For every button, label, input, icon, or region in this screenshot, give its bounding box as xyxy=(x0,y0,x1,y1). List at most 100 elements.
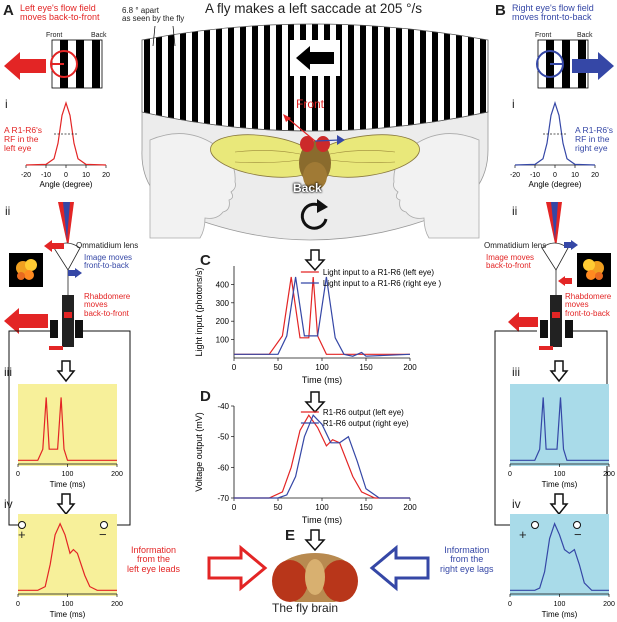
x-tick-label: 0 xyxy=(553,172,557,179)
right-electrode xyxy=(539,320,573,350)
right-flow-arrow-icon xyxy=(572,52,614,80)
panel-letter-b: B xyxy=(495,2,506,19)
x-tick-label: 100 xyxy=(315,503,329,512)
y-tick-label: 100 xyxy=(216,336,230,345)
x-axis-label: Time (ms) xyxy=(50,480,86,489)
panel-letter-a: A xyxy=(3,2,14,19)
right-label-ii: ii xyxy=(512,204,518,218)
saccade-arrow-icon xyxy=(296,46,334,70)
x-tick-label: 10 xyxy=(571,172,579,179)
e-down-arrow-icon xyxy=(304,529,326,552)
left-plus-sign: + xyxy=(18,527,26,542)
fly-brain-label: The fly brain xyxy=(270,601,341,615)
right-info-text: Information from the right eye lags xyxy=(440,545,494,574)
left-rf-text: A R1-R6's RF in the left eye xyxy=(4,125,42,153)
left-electrode xyxy=(49,320,83,350)
x-axis-label: Angle (degree) xyxy=(529,180,582,189)
x-tick-label: 200 xyxy=(603,471,615,478)
left-front-label: Front xyxy=(46,32,63,39)
x-tick-label: 0 xyxy=(16,601,20,608)
legend-entry: Light input to a R1-R6 (left eye) xyxy=(323,268,435,277)
left-rhabdomere-arrow-icon xyxy=(4,308,48,334)
x-tick-label: 100 xyxy=(554,601,566,608)
x-tick-label: 150 xyxy=(359,503,373,512)
right-front-label: Front xyxy=(535,32,552,39)
panel-letter-c: C xyxy=(200,252,211,269)
series-line-1 xyxy=(234,276,411,357)
right-label-iv: iv xyxy=(512,497,521,511)
left-label-ii: ii xyxy=(5,204,11,218)
d-down-arrow-icon xyxy=(304,391,326,414)
left-label-i: i xyxy=(5,97,8,111)
y-axis-label: Light input (photons/s) xyxy=(194,267,204,356)
y-axis-label: Voltage output (mV) xyxy=(194,412,204,492)
right-lag-arrow-icon xyxy=(369,544,430,592)
right-rhabdomere-arrow-icon xyxy=(508,312,538,332)
x-axis-label: Time (ms) xyxy=(542,610,578,619)
x-tick-label: 100 xyxy=(62,471,74,478)
legend-entry: Light input to a R1-R6 (right eye ) xyxy=(323,279,442,288)
y-tick-label: -40 xyxy=(217,402,229,411)
right-down-arrow-iii-icon xyxy=(549,360,569,383)
left-back-label: Back xyxy=(91,32,107,39)
x-tick-label: 200 xyxy=(111,601,123,608)
y-tick-label: 300 xyxy=(216,299,230,308)
left-rhabdomere-label: Rhabdomere moves back-to-front xyxy=(84,292,131,318)
c-down-arrow-icon xyxy=(304,249,326,272)
right-minus-sign: − xyxy=(574,527,582,542)
left-flow-arrow-icon xyxy=(4,52,46,80)
x-axis-label: Time (ms) xyxy=(302,515,342,525)
x-tick-label: 200 xyxy=(603,601,615,608)
y-tick-label: 200 xyxy=(216,317,230,326)
x-tick-label: 0 xyxy=(16,471,20,478)
left-down-arrow-iv-icon xyxy=(56,493,76,516)
right-electrode-terminals xyxy=(531,521,581,529)
right-label-i: i xyxy=(512,97,515,111)
x-tick-label: 200 xyxy=(403,503,417,512)
x-tick-label: 200 xyxy=(111,471,123,478)
right-rf-text: A R1-R6's RF in the right eye xyxy=(575,125,613,153)
left-flow-title: Left eye's flow field moves back-to-fron… xyxy=(20,3,100,23)
x-tick-label: 0 xyxy=(64,172,68,179)
legend-entry: R1-R6 output (right eye) xyxy=(323,419,409,428)
stripe-pointer xyxy=(152,25,176,47)
series-line-0 xyxy=(234,414,410,499)
x-tick-label: 200 xyxy=(403,363,417,372)
x-tick-label: 10 xyxy=(82,172,90,179)
series-line-0 xyxy=(234,276,410,355)
panel-letter-d: D xyxy=(200,388,211,405)
x-tick-label: -20 xyxy=(510,172,520,179)
right-eye-image xyxy=(577,253,611,287)
right-plus-sign: + xyxy=(519,527,527,542)
left-lead-arrow-icon xyxy=(207,544,268,592)
x-tick-label: -10 xyxy=(530,172,540,179)
right-label-iii: iii xyxy=(512,365,520,379)
right-flow-title: Right eye's flow field moves front-to-ba… xyxy=(512,3,594,23)
left-iii-background xyxy=(18,384,117,466)
series-line-0 xyxy=(18,522,117,591)
x-tick-label: 100 xyxy=(62,601,74,608)
right-ommatidium xyxy=(541,202,569,347)
x-tick-label: 20 xyxy=(102,172,110,179)
stripe-spacing-note: 6.8 ° apart as seen by the fly xyxy=(122,6,185,24)
right-rhabdomere-label: Rhabdomere moves front-to-back xyxy=(565,292,612,318)
left-ommatidium xyxy=(53,202,81,347)
x-tick-label: -20 xyxy=(21,172,31,179)
y-tick-label: -70 xyxy=(217,494,229,503)
right-iv-background xyxy=(510,514,609,596)
series-line-0 xyxy=(18,397,117,461)
rotation-arrow-icon xyxy=(300,199,328,230)
left-iv-background xyxy=(18,514,117,596)
left-image-moves: Image moves front-to-back xyxy=(84,253,133,271)
x-tick-label: 50 xyxy=(274,503,283,512)
right-iii-background xyxy=(510,384,609,466)
right-small-blue-arrow-icon xyxy=(564,240,578,250)
fly-illustration xyxy=(210,114,420,190)
right-down-arrow-iv-icon xyxy=(549,493,569,516)
x-tick-label: 0 xyxy=(232,363,237,372)
x-tick-label: 0 xyxy=(232,503,237,512)
x-tick-label: 20 xyxy=(591,172,599,179)
